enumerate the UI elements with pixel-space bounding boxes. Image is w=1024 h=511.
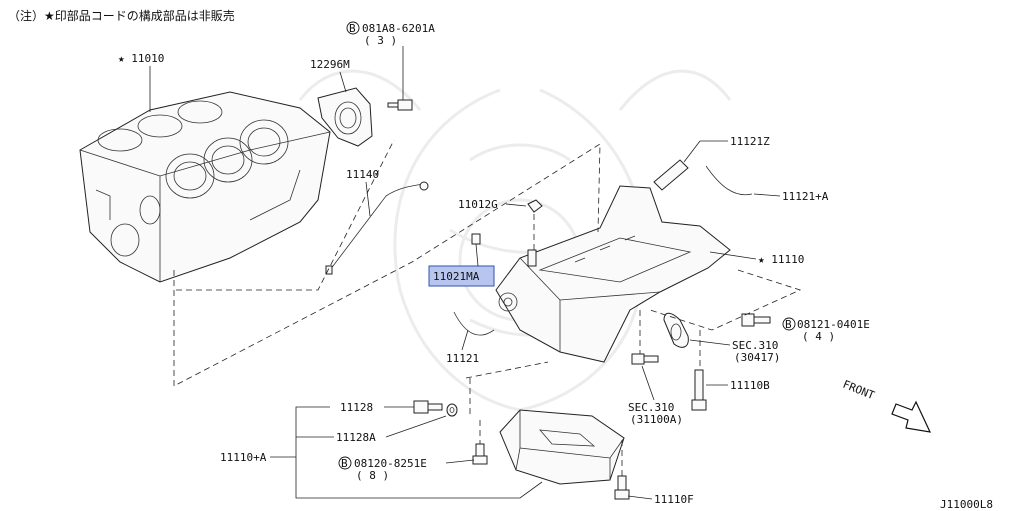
leader-11121A — [753, 193, 781, 197]
callout-11110F[interactable]: 11110F — [654, 493, 694, 506]
leader-31100A — [641, 365, 655, 401]
callout-highlight-box[interactable] — [428, 265, 495, 287]
callout-08121-0401E[interactable]: 08121-0401E — [797, 318, 870, 331]
callout-11110A[interactable]: 11110+A — [220, 451, 267, 464]
cylinder-block-11010[interactable] — [79, 91, 331, 283]
dipstick-tube-11140[interactable] — [325, 181, 429, 275]
sec310-31100A-bolt[interactable] — [631, 353, 659, 365]
seal-11121Z[interactable] — [653, 159, 689, 191]
assembly-dashed-lines — [173, 139, 802, 476]
oil-pan-upper-11110[interactable] — [495, 185, 731, 363]
callout-31100A[interactable]: (31100A) — [630, 413, 683, 426]
diagram-code: J11000L8 — [940, 498, 993, 511]
leader-30417 — [689, 339, 731, 346]
callout-11121[interactable]: 11121 — [446, 352, 479, 365]
washer-11128A[interactable] — [446, 403, 458, 417]
bolt-marker-icon — [782, 317, 796, 331]
callout-08120-8251E[interactable]: 08120-8251E — [354, 457, 427, 470]
bolt-11110F[interactable] — [614, 475, 630, 500]
callout-sec310-30417[interactable]: SEC.310 — [732, 339, 778, 352]
bolt-11110B[interactable] — [691, 369, 707, 411]
leader-11128A — [385, 415, 447, 438]
oil-pan-lower-11110A[interactable] — [499, 409, 625, 485]
leader-11110 — [709, 251, 757, 260]
bolt-08120-8251E[interactable] — [472, 443, 488, 465]
gasket-11121[interactable] — [453, 311, 495, 336]
callout-11128[interactable]: 11128 — [340, 401, 373, 414]
leader-11021MA — [475, 243, 479, 267]
callout-08120-qty: ( 8 ) — [356, 469, 389, 482]
callout-08121-qty: ( 4 ) — [802, 330, 835, 343]
bolt-08121-0401E[interactable] — [741, 313, 771, 327]
front-direction-indicator: FRONT — [841, 378, 932, 433]
front-arrow-icon — [891, 400, 932, 433]
drain-plug-11012G[interactable] — [527, 199, 543, 213]
callout-11128A[interactable]: 11128A — [336, 431, 376, 444]
callout-11021MA[interactable]: 11021MA — [433, 270, 480, 283]
bolt-marker-081A8: B — [349, 22, 356, 35]
leader-11121 — [461, 329, 469, 351]
bolt-marker-icon — [346, 21, 360, 35]
bolt-marker-icon — [338, 456, 352, 470]
callout-081A8-6201A[interactable]: 081A8-6201A — [362, 22, 435, 35]
front-label: FRONT — [841, 378, 877, 403]
callout-11110[interactable]: ★ 11110 — [758, 253, 804, 266]
callout-11012G[interactable]: 11012G — [458, 198, 498, 211]
leader-11121Z-b — [683, 140, 701, 163]
leader-12296M — [339, 71, 347, 93]
callout-12296M[interactable]: 12296M — [310, 58, 350, 71]
callout-11010[interactable]: ★ 11010 — [118, 52, 164, 65]
callout-11121Z[interactable]: 11121Z — [730, 135, 770, 148]
rear-seal-retainer-12296M[interactable] — [317, 87, 373, 147]
bolt-marker-08121: B — [785, 318, 792, 331]
bracket-11110A-group — [295, 406, 543, 499]
non-sale-note: （注）★印部品コードの構成部品は非販売 — [8, 8, 235, 23]
callout-sec310-31100A[interactable]: SEC.310 — [628, 401, 674, 414]
leader-11012G — [505, 203, 527, 207]
callout-11121A[interactable]: 11121+A — [782, 190, 829, 203]
callout-081A8-qty: ( 3 ) — [364, 34, 397, 47]
leader-08120 — [445, 459, 475, 464]
callout-30417[interactable]: (30417) — [734, 351, 780, 364]
sec310-30417-seal[interactable] — [663, 312, 689, 348]
leader-11140 — [365, 181, 371, 217]
bolt-081A8-6201A[interactable] — [387, 99, 413, 111]
bolt-marker-08120: B — [341, 457, 348, 470]
leader-11110F — [627, 495, 653, 500]
callout-11110B[interactable]: 11110B — [730, 379, 770, 392]
callout-11140[interactable]: 11140 — [346, 168, 379, 181]
seal-11121A[interactable] — [705, 165, 753, 196]
bolt-11128[interactable] — [413, 400, 443, 414]
